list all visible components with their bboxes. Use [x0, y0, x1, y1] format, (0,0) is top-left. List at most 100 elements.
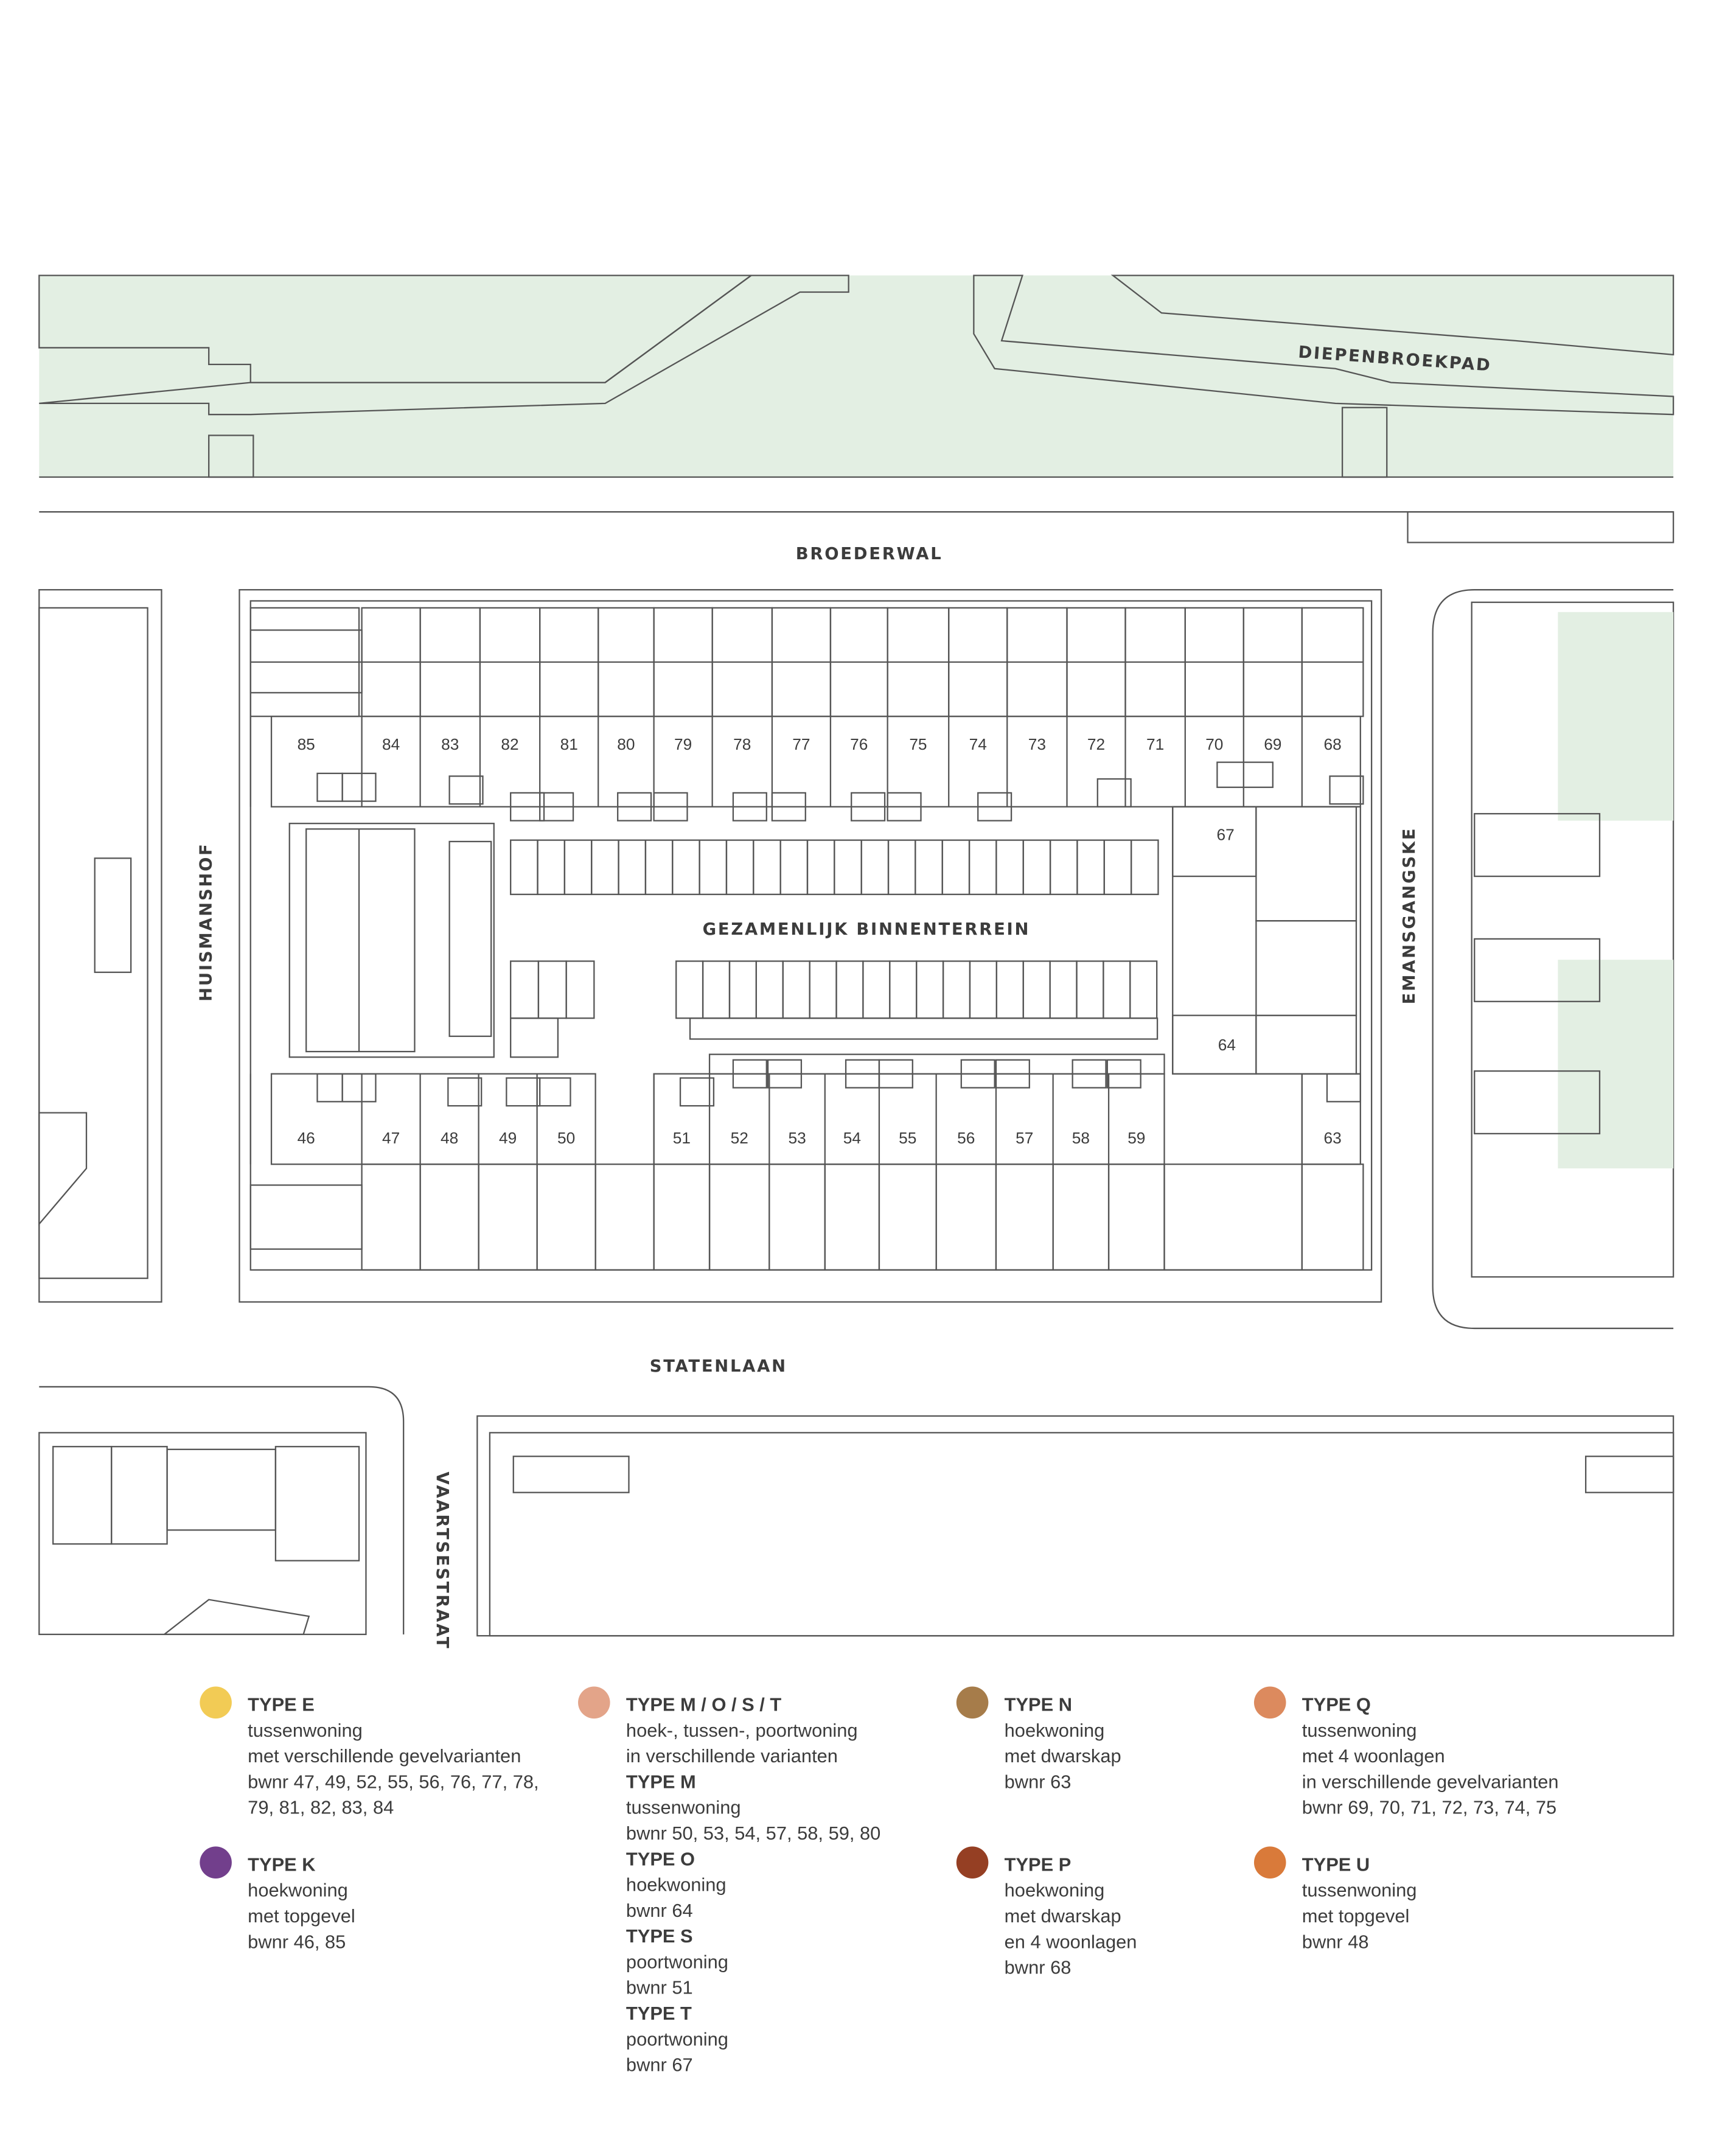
parking-space	[779, 839, 809, 895]
north-gardens	[270, 716, 1361, 808]
shed	[617, 792, 652, 822]
legend-line: met dwarskap	[1005, 1745, 1121, 1767]
house-number: 64	[1218, 1036, 1236, 1054]
legend-swatch-type-e	[200, 1686, 232, 1719]
shed	[341, 772, 377, 802]
house-number: 58	[1072, 1129, 1090, 1147]
shed	[536, 1077, 571, 1107]
legend-line: met 4 woonlagen	[1302, 1745, 1445, 1767]
parking-space	[755, 960, 784, 1019]
legend-line: bwnr 63	[1005, 1771, 1072, 1792]
legend-line: tussenwoning	[626, 1797, 741, 1818]
parking-space	[1076, 960, 1104, 1019]
house-front-58	[1052, 1163, 1110, 1271]
east-neighbour-building	[1432, 589, 1674, 1330]
legend-line: hoek-, tussen-, poortwoning	[626, 1720, 858, 1741]
parking-space	[1103, 839, 1132, 895]
legend-subtitle: TYPE O	[626, 1848, 695, 1869]
house-number: 81	[560, 735, 578, 753]
house-front-52	[708, 1163, 770, 1271]
parking-space	[969, 960, 997, 1019]
house-number: 53	[788, 1129, 806, 1147]
house-front-53	[768, 1163, 826, 1271]
street-label-statenlaan: STATENLAAN	[650, 1357, 787, 1376]
parking-space	[942, 960, 971, 1019]
parking-space	[916, 960, 944, 1019]
parking-space	[1049, 960, 1078, 1019]
parking-space	[1022, 839, 1051, 895]
legend-line: tussenwoning	[1302, 1880, 1417, 1901]
parking-space	[591, 839, 619, 895]
legend-line: poortwoning	[626, 2028, 728, 2050]
house-number: 76	[850, 735, 868, 753]
parking-space	[1049, 839, 1078, 895]
house-front-47	[361, 1163, 421, 1271]
legend-line: poortwoning	[626, 1951, 728, 1972]
house-number: 52	[731, 1129, 748, 1147]
house-number: 57	[1016, 1129, 1033, 1147]
legend-line: in verschillende gevelvarianten	[1302, 1771, 1559, 1792]
legend-line: en 4 woonlagen	[1005, 1931, 1137, 1952]
legend-line: bwnr 69, 70, 71, 72, 73, 74, 75	[1302, 1797, 1556, 1818]
shed	[1106, 1059, 1141, 1089]
house-number: 54	[843, 1129, 861, 1147]
house-number: 77	[792, 735, 810, 753]
block-outline	[239, 589, 1382, 1303]
parking-space	[1129, 960, 1158, 1019]
legend-line: met dwarskap	[1005, 1905, 1121, 1927]
house-front-56	[935, 1163, 997, 1271]
house-number: 69	[1264, 735, 1281, 753]
legend-swatch-type-n	[956, 1686, 989, 1719]
parking-space	[834, 839, 862, 895]
shed	[771, 792, 806, 822]
house-number: 59	[1127, 1129, 1145, 1147]
house-front-59	[1107, 1163, 1165, 1271]
shed	[1329, 775, 1364, 805]
house-front-50	[536, 1163, 596, 1271]
legend-line: met verschillende gevelvarianten	[248, 1745, 521, 1767]
house-front-49	[478, 1163, 538, 1271]
shed	[679, 1077, 715, 1107]
legend-line: bwnr 50, 53, 54, 57, 58, 59, 80	[626, 1823, 880, 1844]
shed	[1096, 778, 1132, 808]
house-number: 48	[441, 1129, 458, 1147]
parking-space	[510, 960, 540, 1019]
shed	[960, 1059, 995, 1089]
south-area	[38, 1386, 1674, 1637]
legend-swatch-type-u	[1253, 1846, 1286, 1879]
shed	[448, 775, 484, 805]
house-number: 80	[617, 735, 635, 753]
street-label-broederwal: BROEDERWAL	[796, 545, 943, 563]
house-number: 47	[382, 1129, 400, 1147]
parking-space	[675, 960, 704, 1019]
shed	[878, 1059, 913, 1089]
courtyard-label: GEZAMENLIJK BINNENTERREIN	[703, 920, 1031, 939]
legend-swatch-type-q	[1253, 1686, 1286, 1719]
house-number: 83	[441, 735, 459, 753]
house-front-46	[249, 1184, 363, 1250]
legend-swatch-type-p	[956, 1846, 989, 1879]
legend-line: bwnr 47, 49, 52, 55, 56, 76, 77, 78,	[248, 1771, 538, 1792]
legend-line: bwnr 48	[1302, 1931, 1369, 1952]
shed	[977, 792, 1012, 822]
legend-line: hoekwoning	[1005, 1880, 1105, 1901]
east-wing	[1172, 806, 1361, 1075]
legend-subtitle: TYPE T	[626, 2003, 692, 2024]
legend-title: TYPE U	[1302, 1854, 1370, 1875]
house-front-54	[824, 1163, 880, 1271]
parking-space	[672, 839, 700, 895]
legend-line: bwnr 51	[626, 1977, 693, 1998]
house-number: 68	[1323, 735, 1341, 753]
house-number: 75	[909, 735, 927, 753]
parking-space	[702, 960, 731, 1019]
house-number: 70	[1205, 735, 1223, 753]
parking-space	[995, 839, 1024, 895]
shed	[732, 1059, 767, 1089]
parking-space	[806, 839, 835, 895]
parking-space	[915, 839, 943, 895]
house-number: 50	[557, 1129, 575, 1147]
hedge-square	[510, 1017, 559, 1058]
legend-line: bwnr 64	[626, 1900, 693, 1921]
